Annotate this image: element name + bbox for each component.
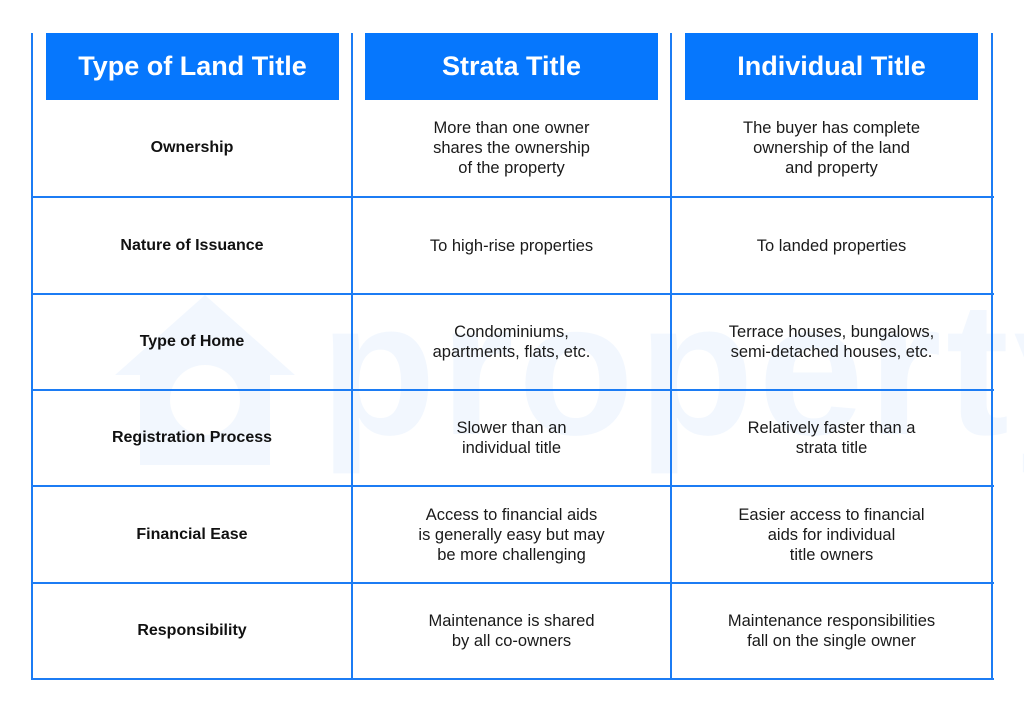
grid-line xyxy=(32,389,994,391)
strata-cell: Slower than an individual title xyxy=(456,419,567,457)
strata-cell: Maintenance is shared by all co-owners xyxy=(428,612,595,650)
grid-line xyxy=(32,582,994,584)
header-individual-title: Individual Title xyxy=(685,33,978,100)
grid-line xyxy=(32,678,994,680)
individual-cell: The buyer has complete ownership of the … xyxy=(742,119,920,177)
strata-cell: Access to financial aids is generally ea… xyxy=(418,505,605,564)
row-label: Type of Home xyxy=(139,333,245,350)
strata-cell: To high-rise properties xyxy=(429,236,594,255)
row-label: Financial Ease xyxy=(136,525,248,543)
grid-line xyxy=(351,33,353,680)
individual-cell: Relatively faster than a strata title xyxy=(747,419,916,457)
individual-cell: Easier access to financial aids for indi… xyxy=(738,505,925,564)
row-label: Responsibility xyxy=(137,622,247,639)
row-label: Registration Process xyxy=(111,429,273,446)
strata-cell: More than one owner shares the ownership… xyxy=(433,119,590,177)
individual-cell: Terrace houses, bungalows, semi-detached… xyxy=(728,323,935,361)
grid-line xyxy=(991,33,993,680)
row-label: Nature of Issuance xyxy=(120,236,264,254)
grid-line xyxy=(31,33,33,680)
row-label: Ownership xyxy=(150,139,234,156)
grid-line xyxy=(32,485,994,487)
header-strata-title: Strata Title xyxy=(365,33,658,100)
header-type-of-land-title: Type of Land Title xyxy=(46,33,339,100)
grid-line xyxy=(32,293,994,295)
grid-line xyxy=(32,196,994,198)
individual-cell: Maintenance responsibilities fall on the… xyxy=(727,612,936,650)
individual-cell: To landed properties xyxy=(756,236,907,255)
strata-cell: Condominiums, apartments, flats, etc. xyxy=(432,323,591,361)
grid-line xyxy=(670,33,672,680)
